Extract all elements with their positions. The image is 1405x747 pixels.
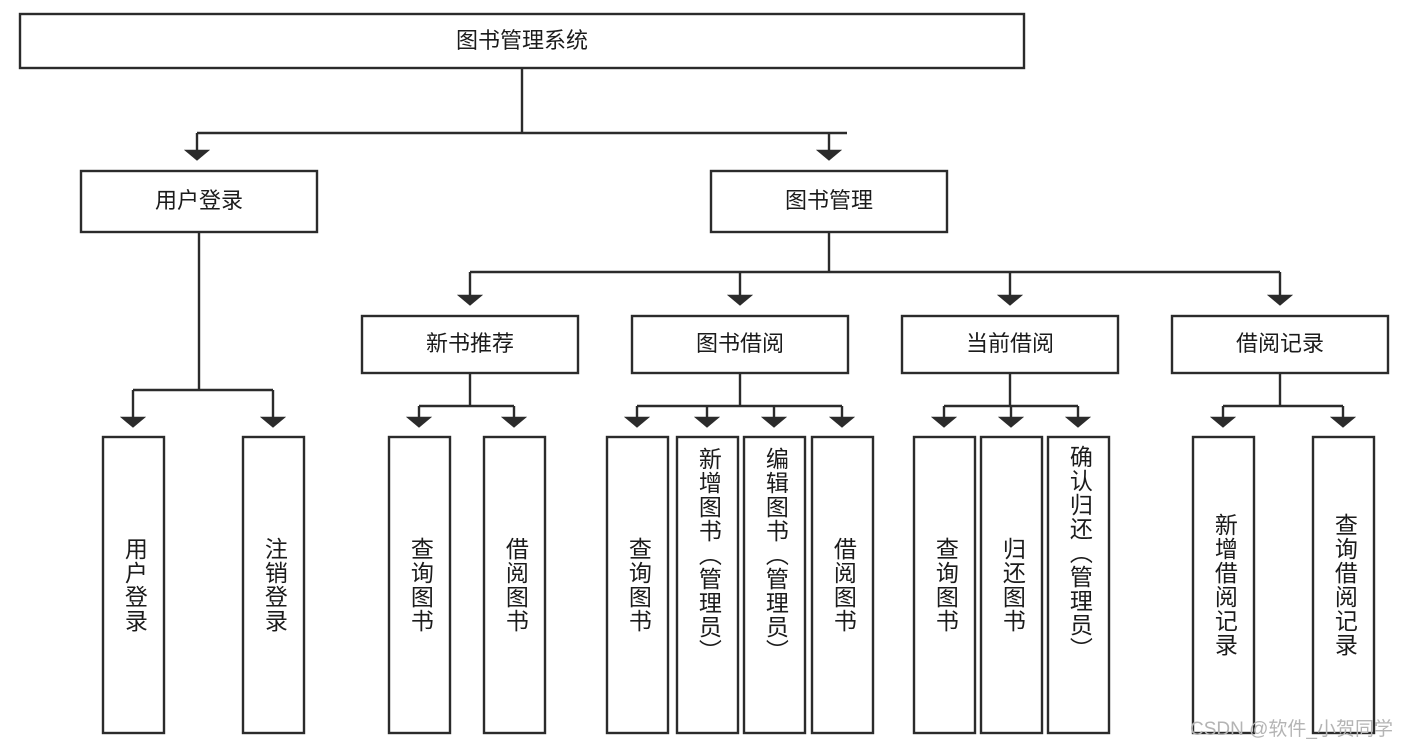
leaf-box-confirm-return[interactable] <box>1046 435 1111 735</box>
connector-newbook-to-leaves <box>405 373 528 428</box>
leaf-label-query-book-3: 查询图书 <box>932 537 959 633</box>
connector-currentborrow-to-leaves <box>930 373 1092 428</box>
node-book-management[interactable]: 图书管理 <box>709 169 949 234</box>
leaf-label-add-record: 新增借阅记录 <box>1211 513 1238 657</box>
leaf-box-query-book-1[interactable] <box>387 435 452 735</box>
node-book-borrow[interactable]: 图书借阅 <box>630 314 850 375</box>
leaf-box-query-book-2[interactable] <box>605 435 670 735</box>
leaf-label-edit-book: 编辑图书（管理员） <box>762 447 789 663</box>
leaf-box-borrow-book-1[interactable] <box>482 435 547 735</box>
leaf-label-user-login: 用户登录 <box>121 537 148 633</box>
leaf-box-return-book[interactable] <box>979 435 1044 735</box>
node-borrow-record[interactable]: 借阅记录 <box>1170 314 1390 375</box>
leaf-label-borrow-book-2: 借阅图书 <box>830 537 857 633</box>
leaf-box-add-record[interactable] <box>1191 435 1256 735</box>
leaf-label-logout-login: 注销登录 <box>261 537 288 633</box>
connector-borrowrecord-to-leaves <box>1209 373 1357 428</box>
leaf-label-add-book: 新增图书（管理员） <box>695 447 722 663</box>
node-new-book-recommend-label: 新书推荐 <box>426 331 514 356</box>
leaf-box-edit-book[interactable] <box>742 435 807 735</box>
leaf-box-logout-login[interactable] <box>241 435 306 735</box>
leaf-label-query-book-1: 查询图书 <box>407 537 434 633</box>
leaf-label-return-book: 归还图书 <box>999 537 1026 633</box>
leaf-box-query-record[interactable] <box>1311 435 1376 735</box>
node-root[interactable]: 图书管理系统 <box>18 12 1026 70</box>
leaf-box-add-book[interactable] <box>675 435 740 735</box>
connector-bookborrow-to-leaves <box>623 373 856 428</box>
node-user-login[interactable]: 用户登录 <box>79 169 319 234</box>
node-current-borrow[interactable]: 当前借阅 <box>900 314 1120 375</box>
leaf-box-user-login[interactable] <box>101 435 166 735</box>
node-borrow-record-label: 借阅记录 <box>1236 331 1324 356</box>
connector-userlogin-to-leaves <box>119 232 287 428</box>
leaf-label-query-book-2: 查询图书 <box>625 537 652 633</box>
node-book-borrow-label: 图书借阅 <box>696 331 784 356</box>
leaf-box-query-book-3[interactable] <box>912 435 977 735</box>
connector-bookmgmt-to-level3 <box>456 232 1294 306</box>
node-current-borrow-label: 当前借阅 <box>966 331 1054 356</box>
node-root-label: 图书管理系统 <box>456 28 588 53</box>
leaf-label-borrow-book-1: 借阅图书 <box>502 537 529 633</box>
leaf-box-borrow-book-2[interactable] <box>810 435 875 735</box>
connector-root-to-level2 <box>183 68 847 161</box>
node-user-login-label: 用户登录 <box>155 188 243 213</box>
leaf-label-confirm-return: 确认归还（管理员） <box>1066 445 1093 661</box>
leaf-boxes <box>101 435 1376 735</box>
csdn-watermark: CSDN @软件_小贺同学 <box>1190 719 1393 740</box>
node-new-book-recommend[interactable]: 新书推荐 <box>360 314 580 375</box>
node-book-management-label: 图书管理 <box>785 188 873 213</box>
leaf-label-query-record: 查询借阅记录 <box>1331 513 1358 657</box>
